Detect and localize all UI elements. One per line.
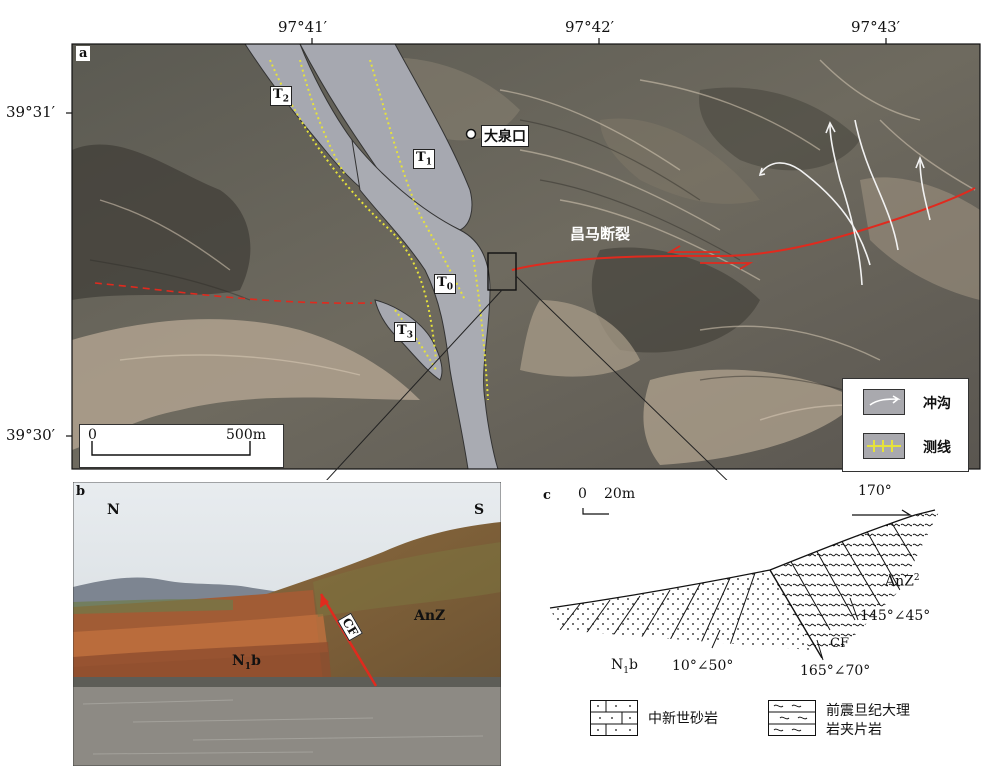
terrace-t0 xyxy=(351,138,499,469)
strike-top-label: 170° xyxy=(858,483,892,499)
lon-tick-1: 97°41′ xyxy=(278,18,328,36)
marble-schist-pattern-icon xyxy=(768,700,816,736)
section-fault-label: CF xyxy=(830,636,849,651)
section-attitude-right: 145°∠45° xyxy=(860,608,931,624)
section-unit-right: AnZ2 xyxy=(885,573,920,590)
section-unit-left: N1b xyxy=(611,657,638,676)
photo-rock-right: AnZ xyxy=(414,608,446,624)
scale-a-start: 0 xyxy=(88,427,97,443)
panel-a-letter: a xyxy=(76,46,91,61)
panel-c-letter: c xyxy=(543,488,551,503)
legend-sandstone-label: 中新世砂岩 xyxy=(648,711,718,727)
lon-tick-3: 97°43′ xyxy=(851,18,901,36)
lon-tick-2: 97°42′ xyxy=(565,18,615,36)
panel-b-letter: b xyxy=(76,484,86,499)
legend-marble-label-1: 前震旦纪大理 xyxy=(826,703,910,719)
label-t1: T1 xyxy=(413,149,435,169)
scale-bar-a: 0 500m xyxy=(79,424,284,468)
label-t2: T2 xyxy=(270,86,292,106)
gully-arrow-icon xyxy=(863,389,905,415)
photo-rock-left: N1b xyxy=(232,653,261,672)
scale-c-start: 0 xyxy=(578,486,587,502)
satellite-map xyxy=(66,38,981,480)
lat-tick-2: 39°30′ xyxy=(6,426,56,444)
field-photo xyxy=(73,482,501,766)
scale-c-end: 20m xyxy=(604,486,636,502)
cross-section xyxy=(549,508,940,661)
legend-gully-label: 冲沟 xyxy=(923,396,951,412)
legend-marble-label-2: 岩夹片岩 xyxy=(826,722,882,738)
south-label: S xyxy=(474,502,485,518)
north-label: N xyxy=(107,502,120,518)
legend-row-gully: 冲沟 xyxy=(853,387,963,419)
section-legend: 中新世砂岩 前震旦纪大理 岩夹片岩 xyxy=(590,700,970,760)
map-legend: 冲沟 测线 xyxy=(842,378,969,472)
section-attitude-fault: 165°∠70° xyxy=(800,663,871,679)
label-t3: T3 xyxy=(394,322,416,342)
sandstone-pattern-icon xyxy=(590,700,638,736)
legend-survey-label: 测线 xyxy=(923,440,951,456)
place-label: 大泉口 xyxy=(481,125,529,147)
lat-tick-1: 39°31′ xyxy=(6,103,56,121)
scale-a-end: 500m xyxy=(226,427,266,443)
legend-row-survey: 测线 xyxy=(853,431,963,463)
section-attitude-left: 10°∠50° xyxy=(672,658,734,674)
label-t0: T0 xyxy=(434,274,456,294)
fault-name-label: 昌马断裂 xyxy=(570,225,631,243)
survey-line-icon xyxy=(863,433,905,459)
